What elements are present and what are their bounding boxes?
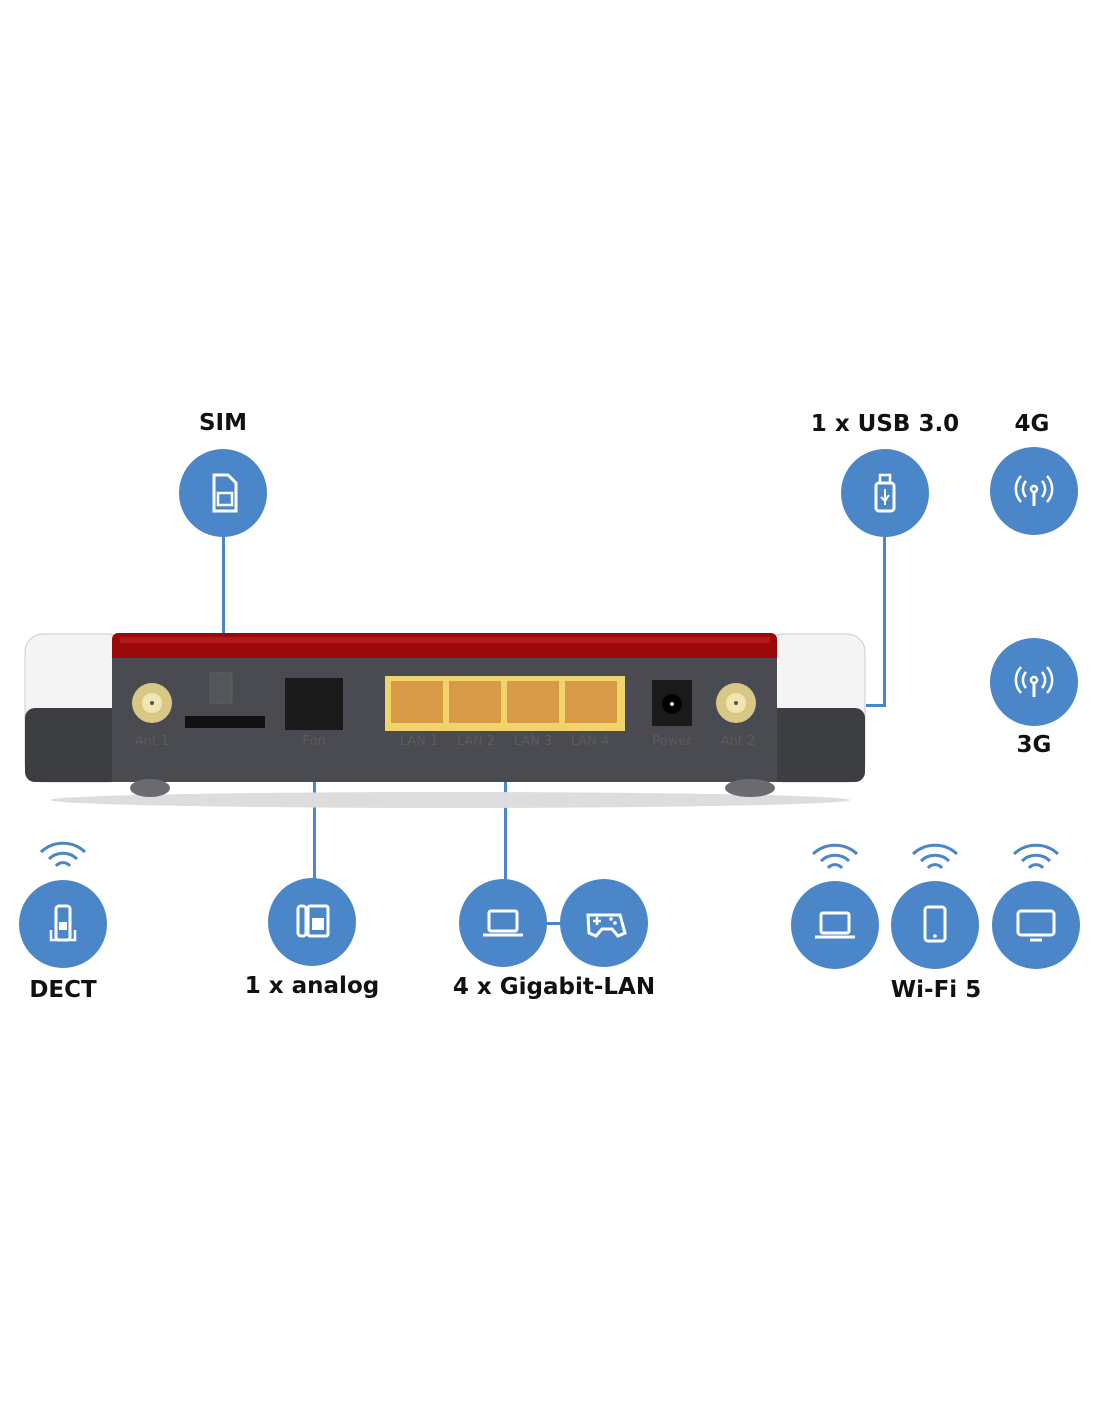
wireless-waves-icon xyxy=(811,843,859,870)
port-label-power: Power xyxy=(652,734,692,749)
dect-phone-icon xyxy=(19,880,107,968)
router-back-panel xyxy=(24,633,866,808)
fon-connector-line xyxy=(313,758,316,882)
port-label-lan1: LAN 1 xyxy=(399,734,439,749)
lan-connector-line xyxy=(504,758,507,882)
fon-port xyxy=(285,678,343,730)
laptop-icon xyxy=(459,879,547,967)
wireless-waves-icon xyxy=(911,843,959,870)
tablet-icon xyxy=(891,881,979,969)
antenna-connector-1 xyxy=(132,683,172,723)
wireless-waves-icon xyxy=(1012,843,1060,870)
antenna-signal-icon-4g xyxy=(990,447,1078,535)
usb-connector-line-h xyxy=(866,704,886,707)
sim-label: SIM xyxy=(198,410,248,436)
port-label-lan4: LAN 4 xyxy=(570,734,610,749)
lan-label: 4 x Gigabit-LAN xyxy=(452,974,656,1000)
sim-slot xyxy=(185,716,265,728)
usb-label: 1 x USB 3.0 xyxy=(810,411,960,437)
port-label-ant1: Ant 1 xyxy=(134,734,170,749)
sim-connector-line xyxy=(222,535,225,668)
port-label-fon: Fon xyxy=(302,734,326,749)
gamepad-icon xyxy=(560,879,648,967)
port-label-lan2: LAN 2 xyxy=(456,734,496,749)
wireless-waves-icon xyxy=(39,841,87,868)
wifi-label: Wi-Fi 5 xyxy=(890,977,982,1003)
analog-label: 1 x analog xyxy=(244,973,380,999)
wifi-laptop-icon xyxy=(791,881,879,969)
lan-link-line xyxy=(540,922,570,925)
analog-phone-icon xyxy=(268,878,356,966)
antenna-signal-icon-3g xyxy=(990,638,1078,726)
antenna-connector-2 xyxy=(716,683,756,723)
sim-card-icon xyxy=(179,449,267,537)
4g-label: 4G xyxy=(1014,411,1050,437)
usb-connector-line xyxy=(883,535,886,707)
dect-label: DECT xyxy=(29,977,97,1003)
tv-icon xyxy=(992,881,1080,969)
port-label-lan3: LAN 3 xyxy=(513,734,553,749)
port-label-ant2: Ant 2 xyxy=(720,734,756,749)
3g-label: 3G xyxy=(1016,732,1052,758)
usb-stick-icon xyxy=(841,449,929,537)
